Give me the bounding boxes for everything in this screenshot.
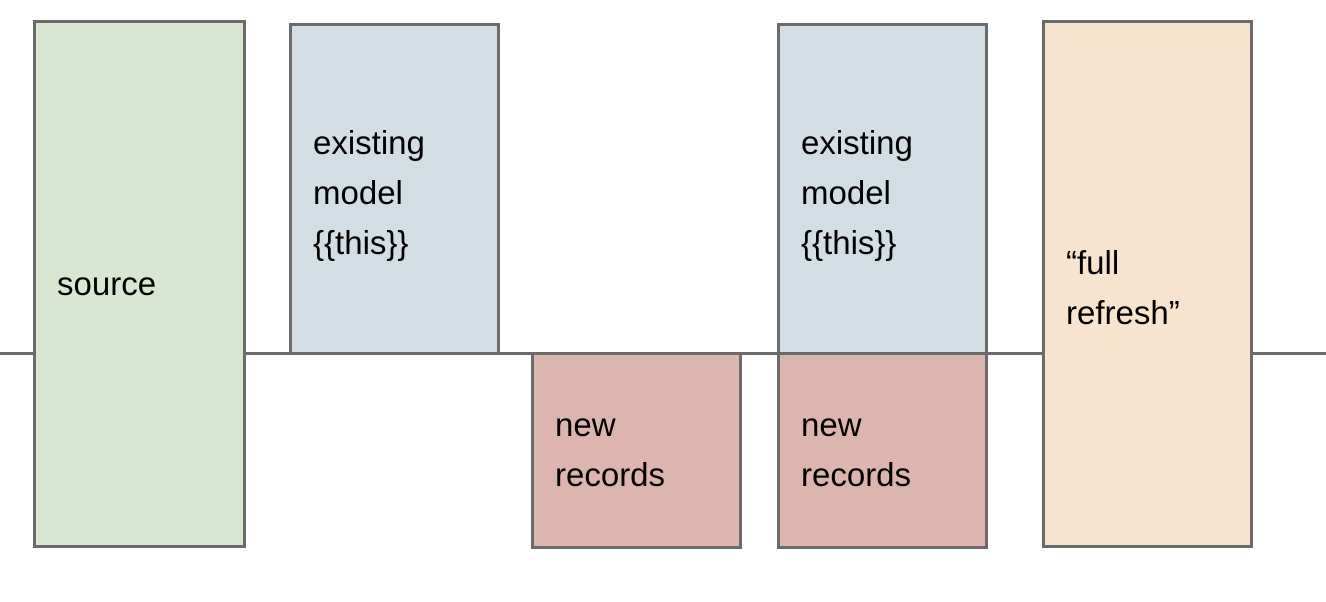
box-source-label: source: [57, 265, 157, 302]
box-full-refresh[interactable]: “full refresh”: [1042, 20, 1253, 548]
box-existing-model-2[interactable]: existing model {{this}}: [777, 23, 988, 355]
box-new-records-1[interactable]: new records: [531, 352, 742, 549]
box-full-refresh-label: “full refresh”: [1066, 244, 1180, 331]
box-new-records-2[interactable]: new records: [777, 352, 988, 549]
box-existing-model-1[interactable]: existing model {{this}}: [289, 23, 500, 355]
box-source[interactable]: source: [33, 20, 246, 548]
box-new-records-2-label: new records: [801, 406, 912, 493]
box-new-records-1-label: new records: [555, 406, 666, 493]
box-existing-model-1-label: existing model {{this}}: [313, 124, 425, 261]
box-existing-model-2-label: existing model {{this}}: [801, 124, 913, 261]
